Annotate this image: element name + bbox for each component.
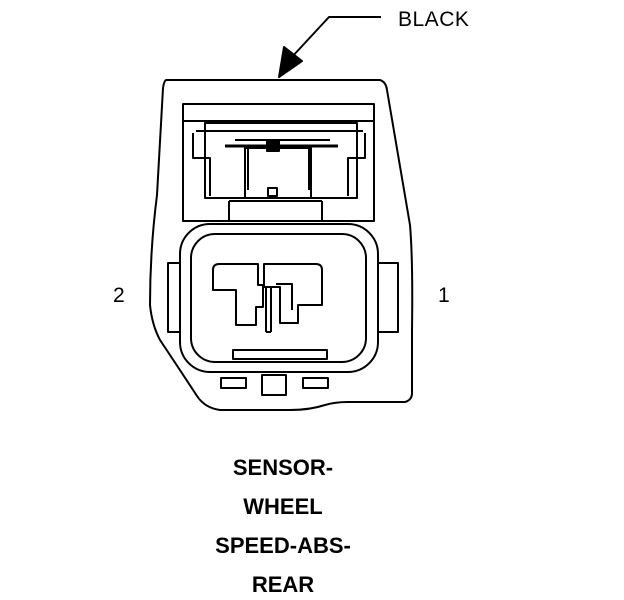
caption-line: SPEED-ABS- [215, 533, 351, 558]
pin-number-1: 1 [438, 284, 450, 307]
terminal-pin-2 [212, 263, 264, 326]
wire-color-label: BLACK [398, 8, 470, 31]
connector-housing [149, 79, 414, 411]
terminal-cavity [167, 223, 399, 373]
caption-line: REAR [251, 572, 315, 597]
terminals [212, 263, 323, 333]
latch [182, 103, 375, 222]
callout-arrow [278, 16, 381, 78]
caption-line: WHEEL [243, 494, 323, 519]
pin-number-2: 2 [113, 284, 125, 307]
bottom-slots [220, 374, 329, 396]
terminal-pin-1 [263, 263, 323, 324]
caption-line: SENSOR- [232, 455, 334, 480]
